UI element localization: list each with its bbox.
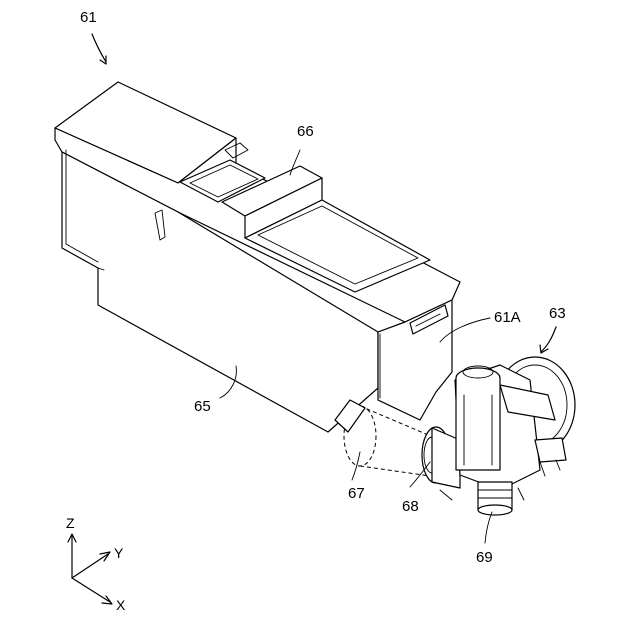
connector bbox=[422, 427, 460, 488]
valve-unit bbox=[440, 357, 575, 515]
axis-y-label: Y bbox=[114, 545, 124, 561]
label-69: 69 bbox=[476, 549, 493, 566]
label-66: 66 bbox=[297, 123, 314, 140]
axis-z-label: Z bbox=[66, 515, 75, 531]
coordinate-axes: Z Y X bbox=[66, 515, 126, 613]
label-61A: 61A bbox=[494, 309, 521, 326]
label-61: 61 bbox=[80, 9, 97, 26]
leader-63 bbox=[541, 327, 556, 352]
leader-69 bbox=[485, 512, 492, 543]
label-65: 65 bbox=[194, 398, 211, 415]
label-63: 63 bbox=[549, 305, 566, 322]
label-68: 68 bbox=[402, 498, 419, 515]
label-67: 67 bbox=[348, 485, 365, 502]
axis-x-label: X bbox=[116, 597, 126, 613]
leader-61 bbox=[92, 34, 106, 62]
